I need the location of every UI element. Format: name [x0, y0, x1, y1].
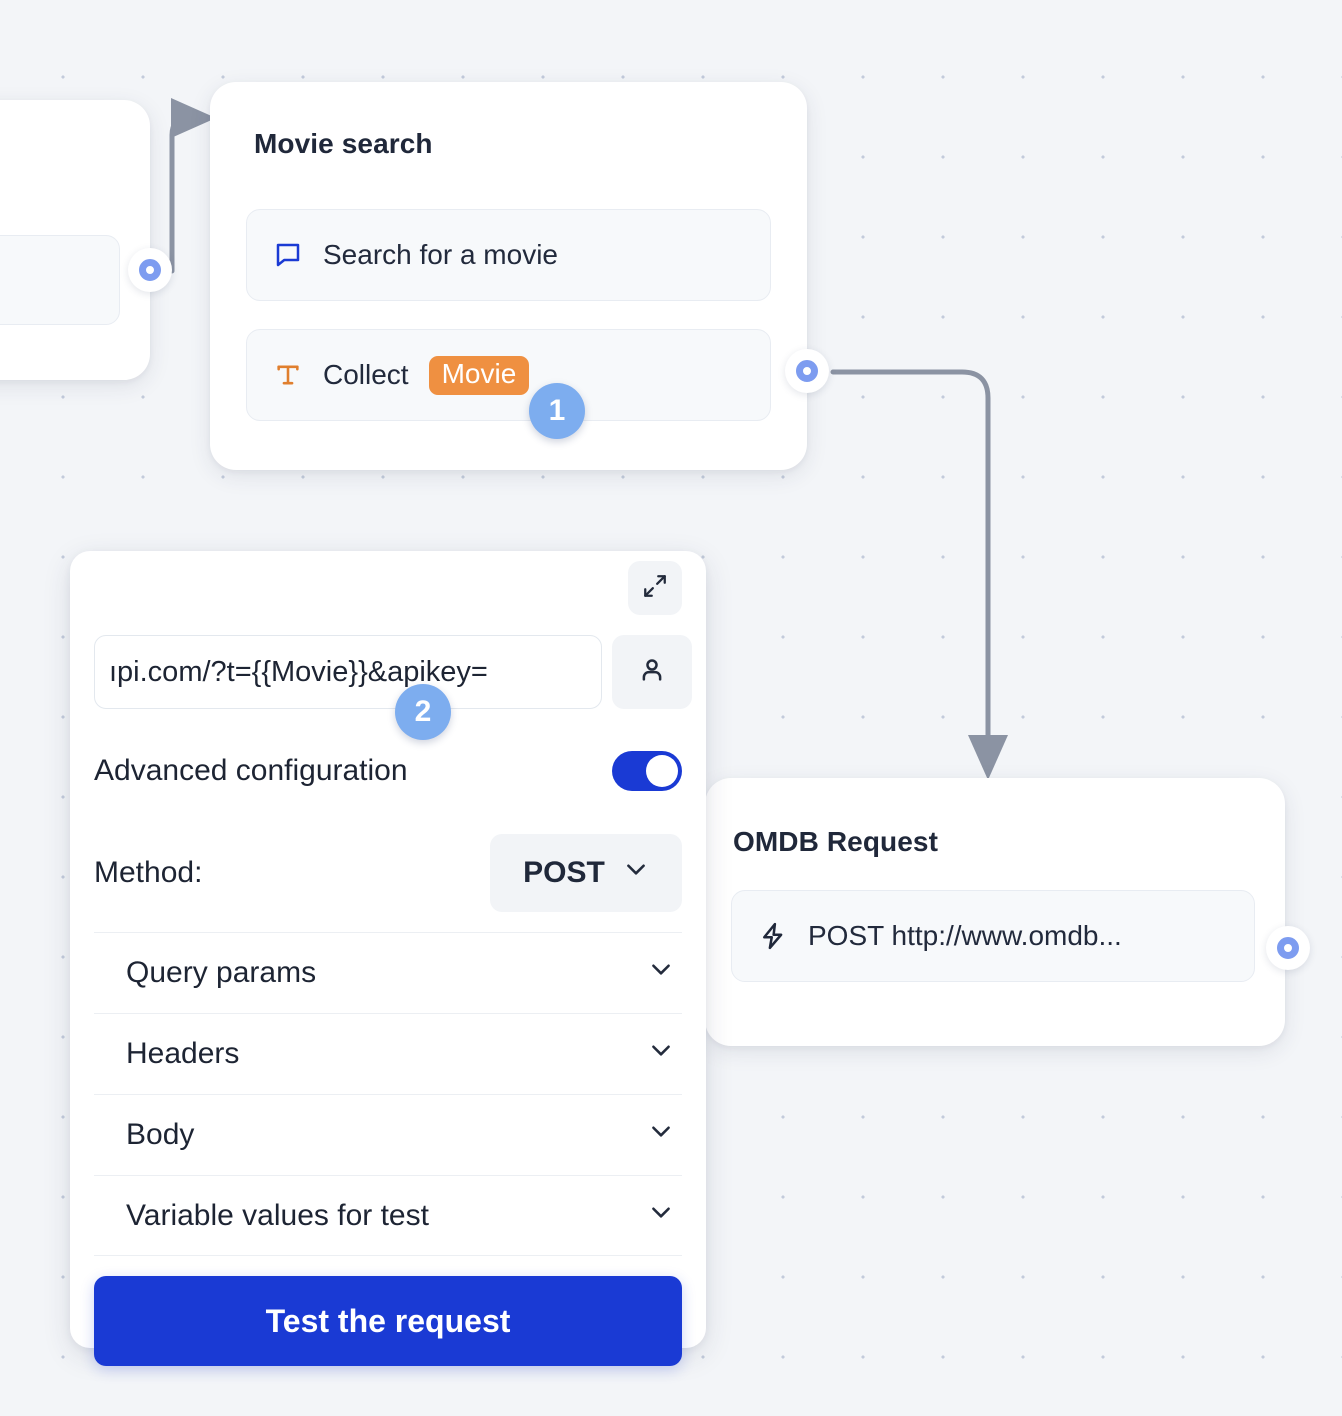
method-select[interactable]: POST	[490, 834, 682, 912]
accordion-label: Query params	[126, 956, 317, 989]
expand-panel-button[interactable]	[628, 561, 682, 615]
accordion-item-variable-values-for-test[interactable]: Variable values for test	[94, 1175, 682, 1256]
node-omdb-request-title: OMDB Request	[733, 826, 938, 857]
advanced-configuration-toggle[interactable]	[612, 751, 682, 791]
previous-node-row[interactable]	[0, 235, 120, 325]
connector-handle-previous-out[interactable]	[128, 248, 172, 292]
accordion-label: Body	[126, 1118, 195, 1151]
text-type-icon	[271, 361, 305, 389]
step-badge-2: 2	[395, 684, 451, 740]
url-row	[94, 635, 692, 709]
connector-handle-omdb-out[interactable]	[1266, 926, 1310, 970]
chevron-down-icon	[648, 1037, 674, 1071]
node-row-collect-movie[interactable]: Collect Movie	[246, 329, 771, 421]
user-icon	[637, 655, 667, 690]
node-movie-search[interactable]: Movie search Search for a movie Collect	[210, 82, 807, 470]
step-badge-1: 1	[529, 383, 585, 439]
config-accordion: Query params Headers Body Variable value…	[94, 932, 682, 1256]
node-row-search-label: Search for a movie	[323, 239, 558, 270]
node-row-search-for-a-movie[interactable]: Search for a movie	[246, 209, 771, 301]
node-row-post-label: POST http://www.omdb...	[808, 920, 1122, 951]
method-value: POST	[523, 856, 605, 889]
node-row-post-request[interactable]: POST http://www.omdb...	[731, 890, 1255, 982]
advanced-configuration-label: Advanced configuration	[94, 754, 408, 787]
method-row: Method: POST	[94, 834, 682, 912]
test-the-request-button[interactable]: Test the request	[94, 1276, 682, 1366]
edge-movie-to-omdb	[830, 369, 1008, 780]
request-config-panel[interactable]: Advanced configuration Method: POST Quer…	[70, 551, 706, 1366]
accordion-item-body[interactable]: Body	[94, 1094, 682, 1175]
authorization-button[interactable]	[612, 635, 692, 709]
node-omdb-request[interactable]: OMDB Request POST http://www.omdb...	[705, 778, 1285, 1046]
chevron-down-icon	[648, 956, 674, 990]
connector-handle-movie-search-out[interactable]	[785, 349, 829, 393]
advanced-configuration-row: Advanced configuration	[94, 743, 682, 799]
variable-pill-movie[interactable]: Movie	[428, 355, 530, 395]
lightning-bolt-icon	[756, 921, 790, 951]
node-movie-search-title: Movie search	[254, 128, 433, 159]
accordion-label: Headers	[126, 1037, 240, 1070]
method-label: Method:	[94, 856, 203, 889]
accordion-item-headers[interactable]: Headers	[94, 1013, 682, 1094]
accordion-label: Variable values for test	[126, 1198, 429, 1232]
chevron-down-icon	[648, 1118, 674, 1152]
accordion-item-query-params[interactable]: Query params	[94, 932, 682, 1013]
node-row-collect-label: Collect	[323, 359, 409, 390]
expand-diagonal-icon	[642, 573, 668, 604]
chevron-down-icon	[648, 1199, 674, 1233]
message-bubble-icon	[271, 240, 305, 270]
request-url-input[interactable]	[94, 635, 602, 709]
edge-prev-to-movie	[169, 98, 216, 274]
chevron-down-icon	[623, 856, 649, 890]
previous-node-partial[interactable]	[0, 100, 150, 380]
